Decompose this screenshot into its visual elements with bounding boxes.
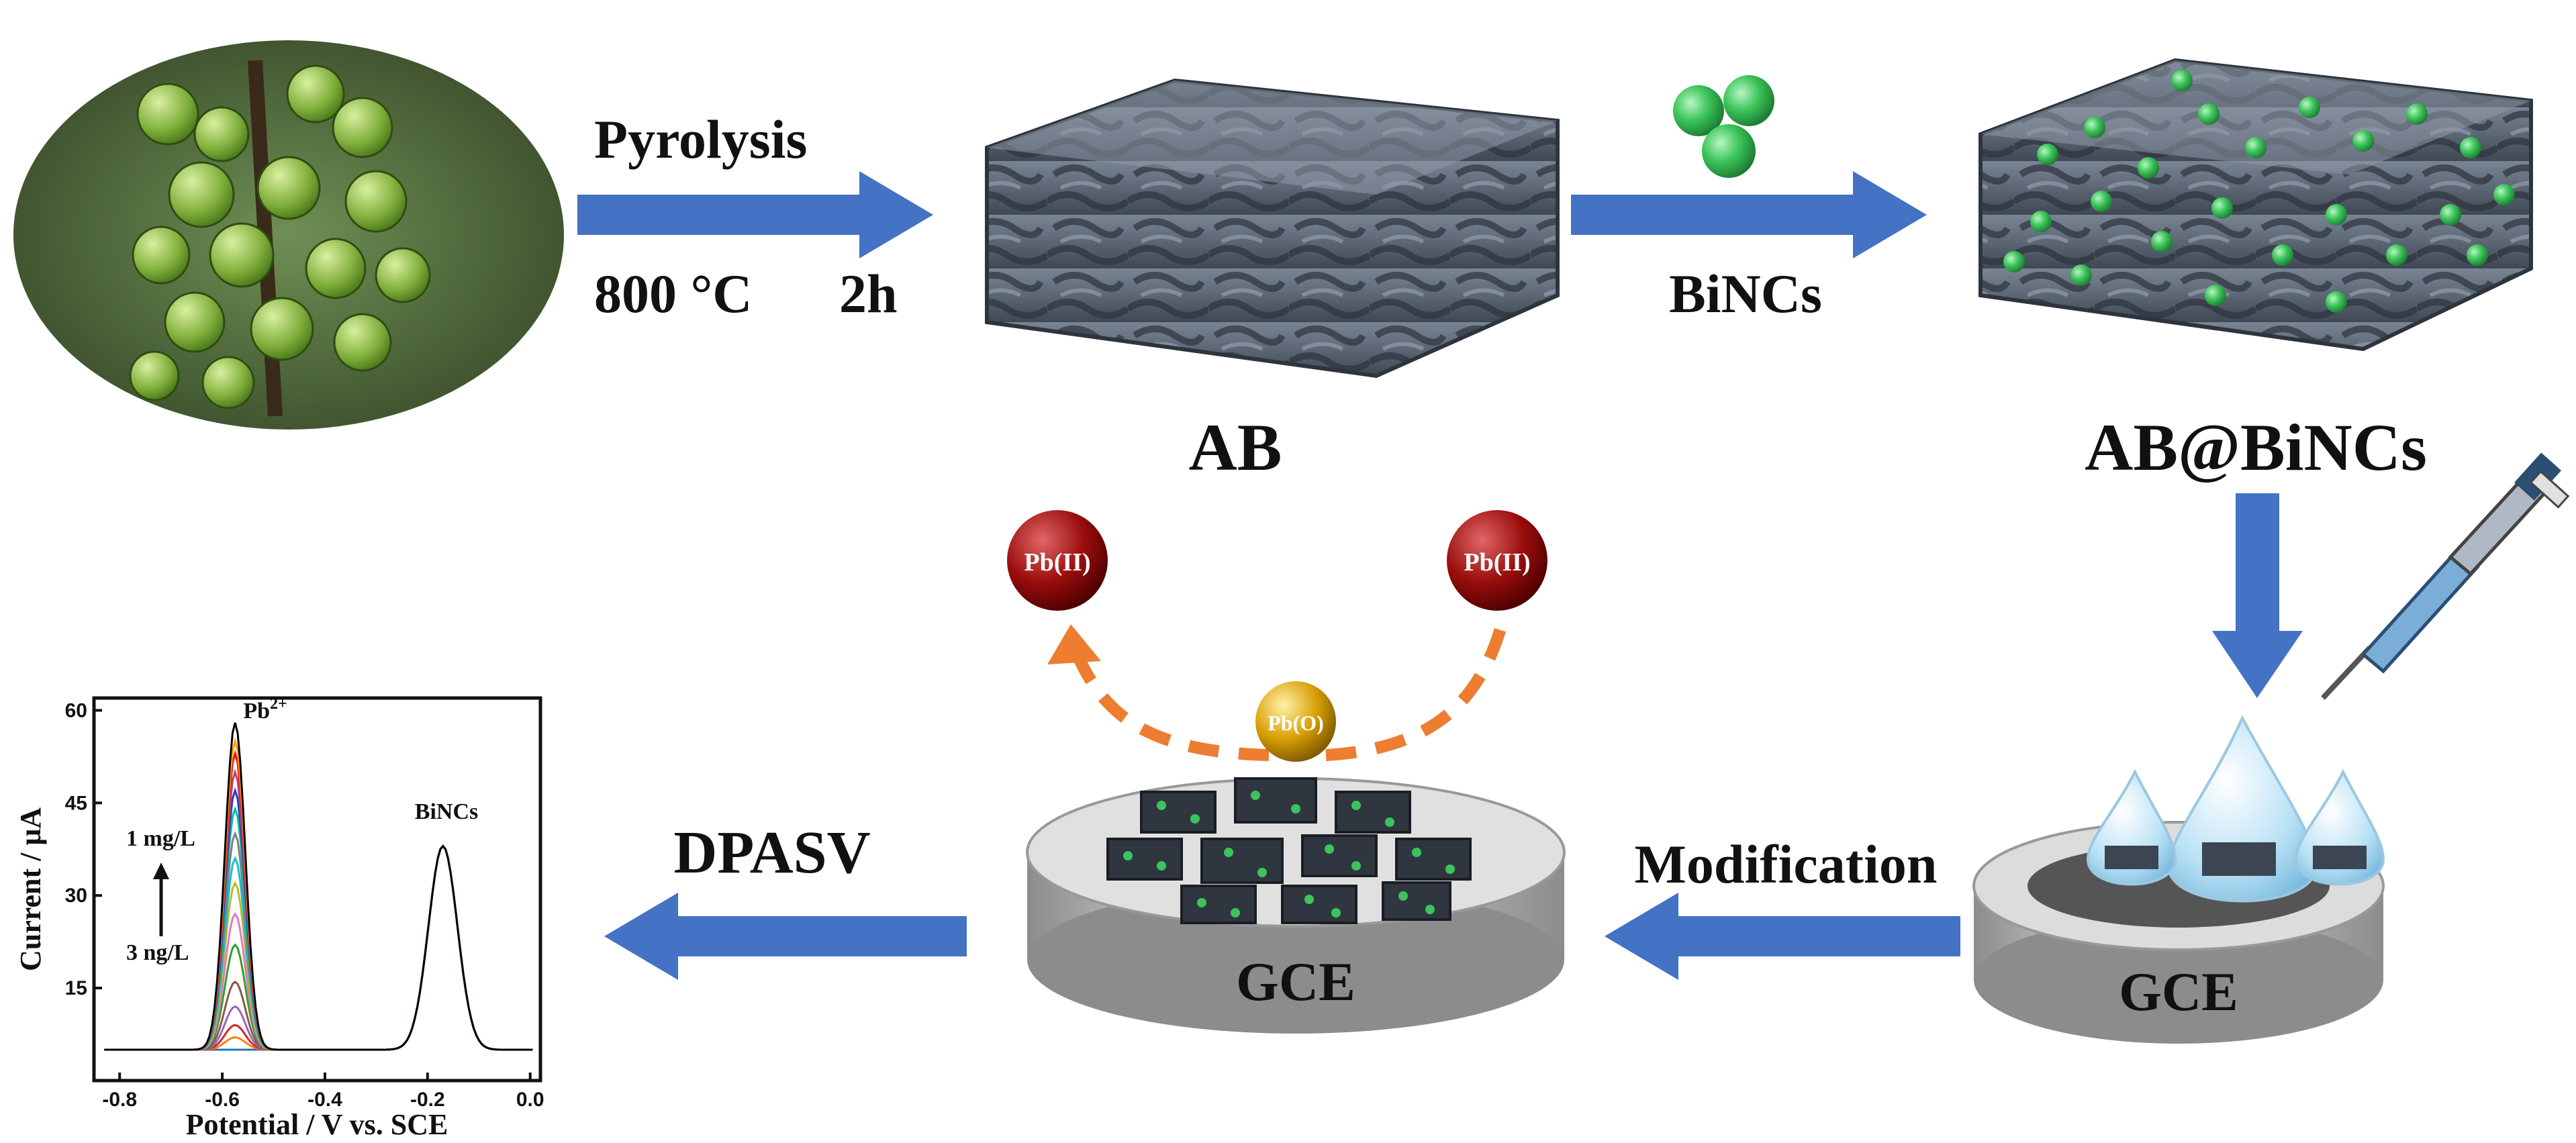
plant-photo <box>13 40 564 430</box>
binc-label: BiNCs <box>1669 263 1822 324</box>
ab-scaffold <box>985 78 1560 379</box>
dpasv-arrow <box>604 893 967 980</box>
modification-label: Modification <box>1635 834 1938 895</box>
pb-ion-left-label: Pb(II) <box>1024 548 1090 577</box>
chart-ticks-group: -0.8 -0.6 -0.4 -0.2 0.0 15 30 45 60 <box>65 699 544 1111</box>
chart-binc-peak-label: BiNCs <box>415 799 478 824</box>
chart-frame <box>92 696 542 1083</box>
chart-ytick-label: 15 <box>65 977 87 999</box>
chart-ytick-label: 60 <box>65 699 87 722</box>
down-arrow <box>2212 493 2303 698</box>
binc-arrow <box>1571 171 1927 258</box>
chart-ytick-label: 45 <box>65 792 87 814</box>
pyrolysis-label: Pyrolysis <box>594 109 807 170</box>
dpasv-label: DPASV <box>673 819 870 886</box>
temperature-label: 800 °C <box>594 263 753 324</box>
chart-xtick-label: -0.2 <box>410 1089 445 1111</box>
chart-series-line <box>104 722 533 1051</box>
chart-xtick-label: -0.4 <box>307 1089 342 1111</box>
chart-low-conc-label: 3 ng/L <box>126 940 189 965</box>
ab-label: AB <box>1189 410 1282 485</box>
gce-right-label: GCE <box>2119 961 2238 1022</box>
pb-metal-label: Pb(O) <box>1268 711 1324 735</box>
stripping-dashed-arrow <box>1047 615 1510 761</box>
chart-ytick-label: 30 <box>65 885 87 907</box>
pb-ion-right: Pb(II) <box>1447 510 1547 611</box>
pyrolysis-arrow <box>577 171 933 258</box>
droplet-left <box>2086 768 2177 886</box>
droplet-center <box>2166 715 2318 903</box>
right-electrode <box>1972 715 2385 1044</box>
ab-binc-label: AB@BiNCs <box>2085 410 2427 485</box>
pb-ion-right-label: Pb(II) <box>1464 548 1530 577</box>
gce-center-label: GCE <box>1236 951 1355 1012</box>
chart-xtick-label: 0.0 <box>516 1089 544 1111</box>
chart-conc-arrow <box>153 862 169 936</box>
chart-high-conc-label: 1 mg/L <box>126 826 195 851</box>
duration-label: 2h <box>839 263 898 324</box>
chart-xtick-label: -0.8 <box>102 1089 137 1111</box>
dpasv-chart: -0.8 -0.6 -0.4 -0.2 0.0 15 30 45 60 Potential / … <box>14 695 544 1141</box>
binc-cluster-icon <box>1673 75 1774 178</box>
center-electrode <box>1026 777 1566 1034</box>
chart-xtick-label: -0.6 <box>205 1089 240 1111</box>
ab-binc-scaffold <box>1978 58 2533 352</box>
chart-xlabel: Potential / V vs. SCE <box>186 1108 448 1141</box>
droplet-right <box>2294 768 2385 886</box>
chart-pb-peak-label: Pb2+ <box>243 695 287 724</box>
modification-arrow <box>1605 893 1960 980</box>
chart-series-group <box>104 722 533 1051</box>
chart-ylabel: Current / μA <box>14 807 47 971</box>
pb-ion-left: Pb(II) <box>1007 510 1108 611</box>
pipette-icon <box>2321 452 2570 700</box>
pb-metal-center: Pb(O) <box>1255 681 1336 762</box>
